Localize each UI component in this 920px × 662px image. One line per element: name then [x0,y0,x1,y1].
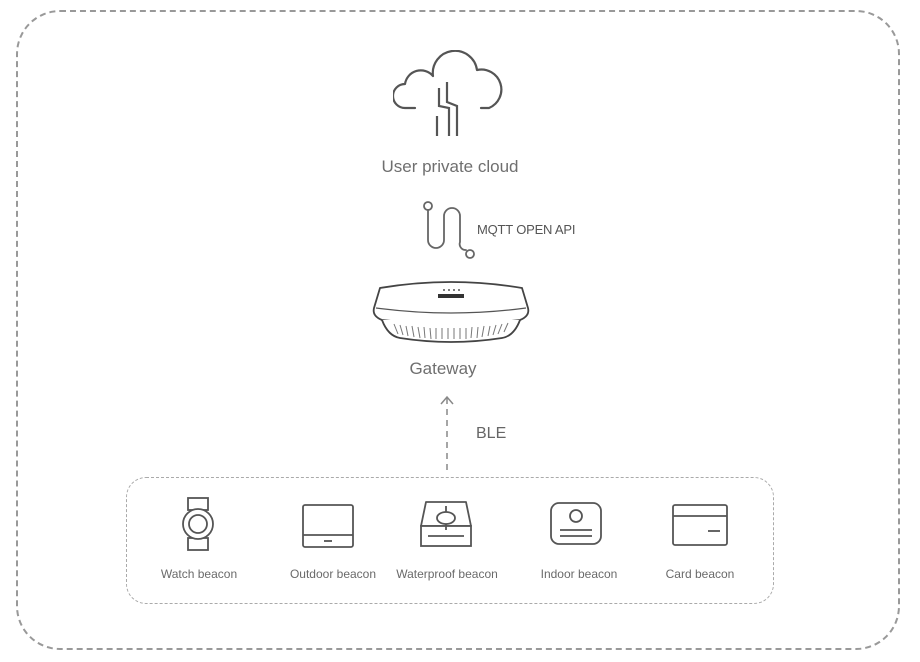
cloud-label: User private cloud [381,157,519,176]
mqtt-label: MQTT OPEN API [477,222,576,237]
indoor-beacon-label: Indoor beacon [540,567,618,581]
beacon-group [126,477,774,604]
card-beacon-icon [672,504,728,546]
ble-arrow [440,395,454,472]
ble-label: BLE [476,425,507,442]
gateway-label: Gateway [409,359,477,378]
outer-boundary [16,10,900,650]
card-beacon-label: Card beacon [665,567,735,581]
cable-icon [423,201,475,259]
waterproof-beacon-icon [420,501,472,547]
cloud-icon [393,50,503,136]
outdoor-beacon-label: Outdoor beacon [289,567,377,581]
waterproof-beacon-label: Waterproof beacon [396,567,498,581]
outdoor-beacon-icon [302,504,354,548]
indoor-beacon-icon [550,502,602,545]
gateway-icon [372,281,530,343]
watch-icon [182,497,214,551]
watch-beacon-label: Watch beacon [160,567,238,581]
